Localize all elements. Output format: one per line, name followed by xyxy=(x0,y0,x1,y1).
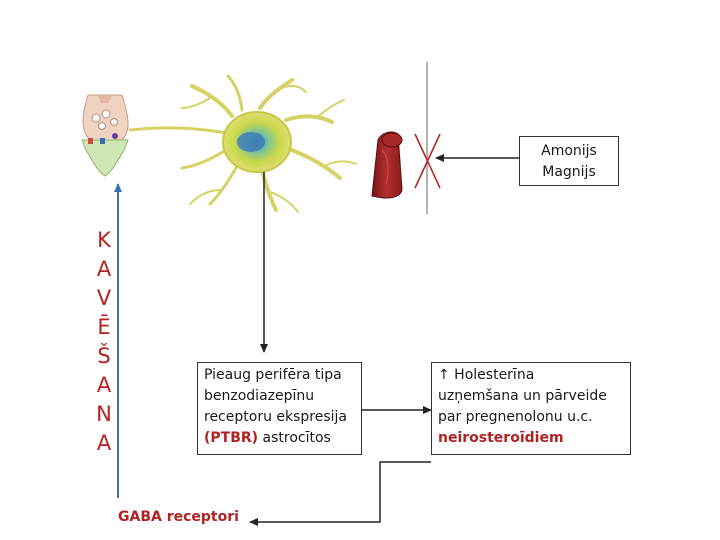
ptbr-abbreviation: (PTBR) xyxy=(204,430,259,446)
ptbr-line-1: Pieaug perifēra tipa xyxy=(204,367,342,383)
cholesterol-line-3: par pregnenolonu u.c. xyxy=(438,409,593,425)
ptbr-location: astrocītos xyxy=(258,430,331,446)
vertical-letter: N xyxy=(96,402,112,426)
ptbr-line-2: benzodiazepīnu xyxy=(204,388,315,404)
blood-vessel-illustration xyxy=(371,131,403,199)
cholesterol-line-1: ↑ Holesterīna xyxy=(438,365,624,386)
vertical-letter: Ē xyxy=(97,315,111,339)
astrocyte-illustration xyxy=(128,74,357,213)
vertical-label: K A V Ē Š A N A xyxy=(86,226,122,458)
synapse-illustration xyxy=(81,94,129,177)
gaba-label: GABA receptori xyxy=(118,509,239,525)
astrocyte-nucleus xyxy=(237,132,265,152)
vertical-letter: K xyxy=(97,228,111,252)
cholesterol-line-4: neirosteroīdiem xyxy=(438,428,624,449)
factor-ammonia: Amonijs xyxy=(541,143,597,159)
vertical-letter: V xyxy=(96,286,112,310)
factor-magnesium: Magnijs xyxy=(542,164,596,180)
factors-box: Amonijs Magnijs xyxy=(519,136,619,186)
cholesterol-box: ↑ Holesterīna uzņemšana un pārveide par … xyxy=(431,362,631,455)
cholesterol-to-gaba-arrow xyxy=(249,461,431,526)
neurosteroids-term: neirosteroīdiem xyxy=(438,430,564,446)
ptbr-box: Pieaug perifēra tipa benzodiazepīnu rece… xyxy=(197,362,362,455)
vertical-letter: A xyxy=(96,257,112,281)
cholesterol-word: Holesterīna xyxy=(449,367,535,383)
blocked-x-mark xyxy=(414,133,441,189)
ptbr-line-3: receptoru ekspresija xyxy=(204,409,348,425)
cholesterol-line-2: uzņemšana un pārveide xyxy=(438,388,607,404)
ptbr-line-4: (PTBR) astrocītos xyxy=(204,428,355,449)
vertical-letter: Š xyxy=(97,344,111,368)
vertical-letter: A xyxy=(96,373,112,397)
vertical-letter: A xyxy=(96,431,112,455)
up-arrow-icon: ↑ xyxy=(438,367,450,383)
